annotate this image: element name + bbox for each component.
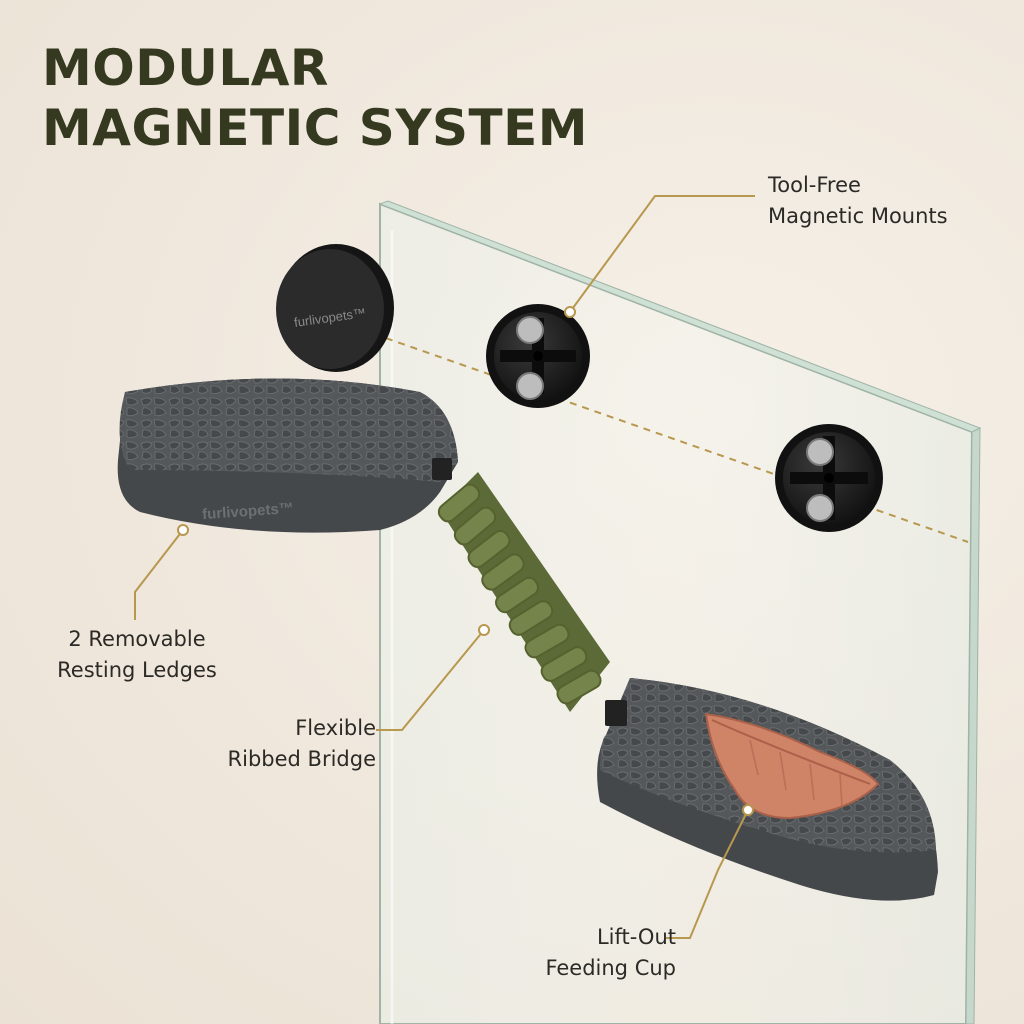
ribbed-bridge: [437, 472, 610, 712]
callout-resting-ledges-line-1: 2 Removable: [68, 627, 206, 651]
magnetic-mount-1: [486, 304, 590, 408]
callout-feeding-cup-line-1: Lift-Out: [596, 925, 676, 949]
leader-ledges: [134, 529, 184, 620]
magnetic-mount-2: [775, 424, 883, 532]
callout-feeding-cup-line-2: Feeding Cup: [545, 956, 676, 980]
resting-ledge-left: furlivopets™: [117, 378, 458, 533]
callout-magnetic-mounts: Tool-Free Magnetic Mounts: [768, 170, 948, 232]
headline-line-1: MODULAR: [42, 39, 329, 97]
ledge-brand-text: furlivopets™: [202, 500, 295, 523]
leader-lines: [134, 195, 755, 939]
feeding-cup: [704, 712, 880, 820]
leader-bridge: [376, 629, 485, 731]
callout-magnetic-mounts-line-1: Tool-Free: [768, 173, 861, 197]
leader-mounts: [569, 195, 755, 313]
leader-cup: [666, 809, 749, 939]
callout-ribbed-bridge-line-1: Flexible: [295, 716, 376, 740]
leader-dots: [177, 306, 754, 816]
callout-resting-ledges-line-2: Resting Ledges: [57, 658, 217, 682]
callout-ribbed-bridge-line-2: Ribbed Bridge: [227, 747, 376, 771]
callout-feeding-cup: Lift-Out Feeding Cup: [506, 922, 676, 984]
headline-line-2: MAGNETIC SYSTEM: [42, 99, 589, 157]
callout-ribbed-bridge: Flexible Ribbed Bridge: [196, 713, 376, 775]
callout-resting-ledges: 2 Removable Resting Ledges: [46, 624, 228, 686]
back-magnet-cap: furlivopets™: [276, 244, 394, 372]
callout-magnetic-mounts-line-2: Magnetic Mounts: [768, 204, 948, 228]
headline: MODULAR MAGNETIC SYSTEM: [42, 38, 588, 158]
